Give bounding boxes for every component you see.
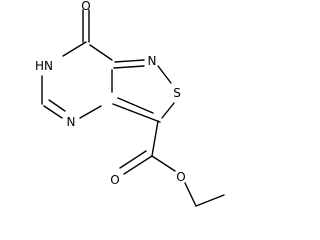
sulfur-label: S xyxy=(173,86,181,100)
bond-c5-n4 xyxy=(43,105,63,119)
bond-c7a-c7 xyxy=(89,44,113,61)
pyrimidinone-ring xyxy=(41,9,113,119)
isothiazole-n-label: N xyxy=(148,54,157,68)
bond-ch2-ch3 xyxy=(195,194,225,207)
bond-c3-c3a-double xyxy=(117,97,154,114)
carbonyl-oxygen-label: O xyxy=(81,0,90,13)
bond-c7-n6 xyxy=(62,41,87,57)
bond-c3-c3a xyxy=(112,103,161,123)
ring-nh-label: HN xyxy=(35,59,53,73)
bond-c5-n4-double xyxy=(48,99,66,112)
bond-ester-c-o xyxy=(123,155,153,175)
pyrimidine-n-label: N xyxy=(67,115,76,129)
bond-ester-c-o-double xyxy=(119,150,147,169)
bond-c7a-n1 xyxy=(114,59,145,63)
isothiazole-ring xyxy=(112,59,175,123)
ethyl-ester xyxy=(119,120,225,207)
chemical-structure: O HN N N S O O xyxy=(35,0,225,207)
ester-carbonyl-oxygen-label: O xyxy=(110,173,119,187)
bond-s2-c3 xyxy=(161,102,175,119)
ester-ether-oxygen-label: O xyxy=(176,170,185,184)
bond-ester-c-o-ether xyxy=(151,155,176,172)
bond-c7a-n1-double xyxy=(113,65,145,69)
bond-c3-ester-c xyxy=(151,120,159,157)
bond-n4-c3a xyxy=(79,105,102,119)
bond-n1-s2 xyxy=(157,65,172,84)
bond-o-ch2 xyxy=(184,182,197,207)
